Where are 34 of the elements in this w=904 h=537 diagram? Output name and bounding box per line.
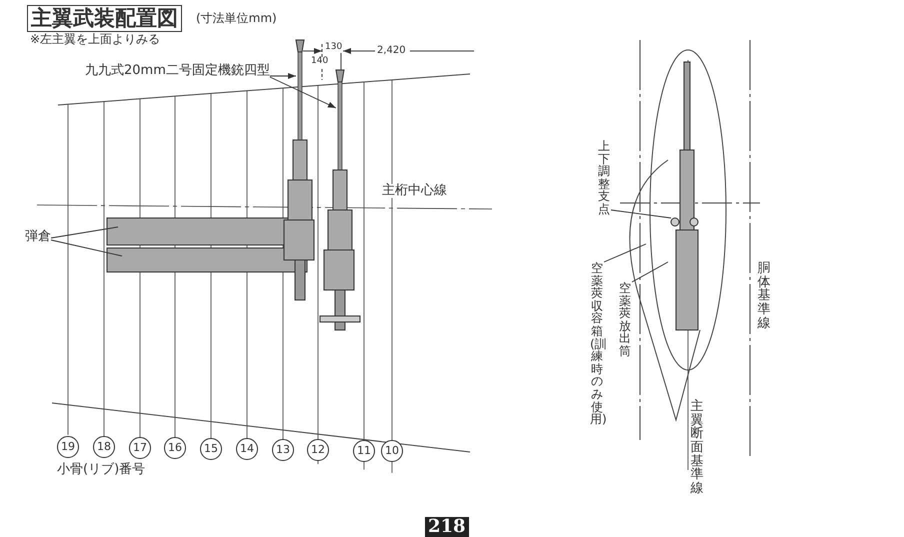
line-label: 主翼断面基準線: [690, 400, 704, 496]
callout-label: 空薬莢収容箱(訓練時のみ使用): [590, 262, 604, 426]
callout-label: 弾倉: [25, 230, 51, 244]
label: 主桁中心線: [382, 184, 447, 198]
rib-number: 15: [200, 438, 222, 460]
rib-number: 13: [272, 439, 294, 461]
callout-label: 空薬莢放出筒: [618, 282, 632, 358]
callout-label: 上下調整支点: [597, 140, 611, 216]
rib-number: 16: [164, 437, 186, 459]
note: (寸法単位mm): [196, 12, 277, 26]
note: ※左主翼を上面よりみる: [30, 33, 160, 46]
rib-number: 11: [353, 440, 375, 462]
rib-number: 19: [57, 436, 79, 458]
dimension-label: 140: [311, 57, 328, 67]
pivot-circle: [670, 218, 680, 226]
label: 小骨(リブ)番号: [57, 463, 146, 478]
leader-line: [50, 226, 118, 238]
rib-number: 10: [381, 440, 403, 462]
leader-line: [269, 73, 296, 79]
dimension-label: 130: [325, 43, 342, 53]
title: 主翼武装配置図: [27, 5, 182, 32]
leader-line: [632, 262, 668, 282]
line-label: 胴体基準線: [757, 262, 771, 330]
leader-line: [269, 76, 336, 108]
dimension-label: 2,420: [377, 45, 406, 56]
rib-number: 18: [93, 436, 115, 458]
leader-line: [610, 210, 672, 218]
page-number: 218: [425, 517, 469, 537]
callout-label: 九九式20mm二号固定機銃四型: [85, 64, 270, 78]
rib-number: 17: [129, 437, 151, 459]
leader-line: [50, 240, 122, 256]
leader-line: [604, 244, 646, 262]
rib-number: 12: [307, 439, 329, 461]
rib-number: 14: [236, 438, 258, 460]
